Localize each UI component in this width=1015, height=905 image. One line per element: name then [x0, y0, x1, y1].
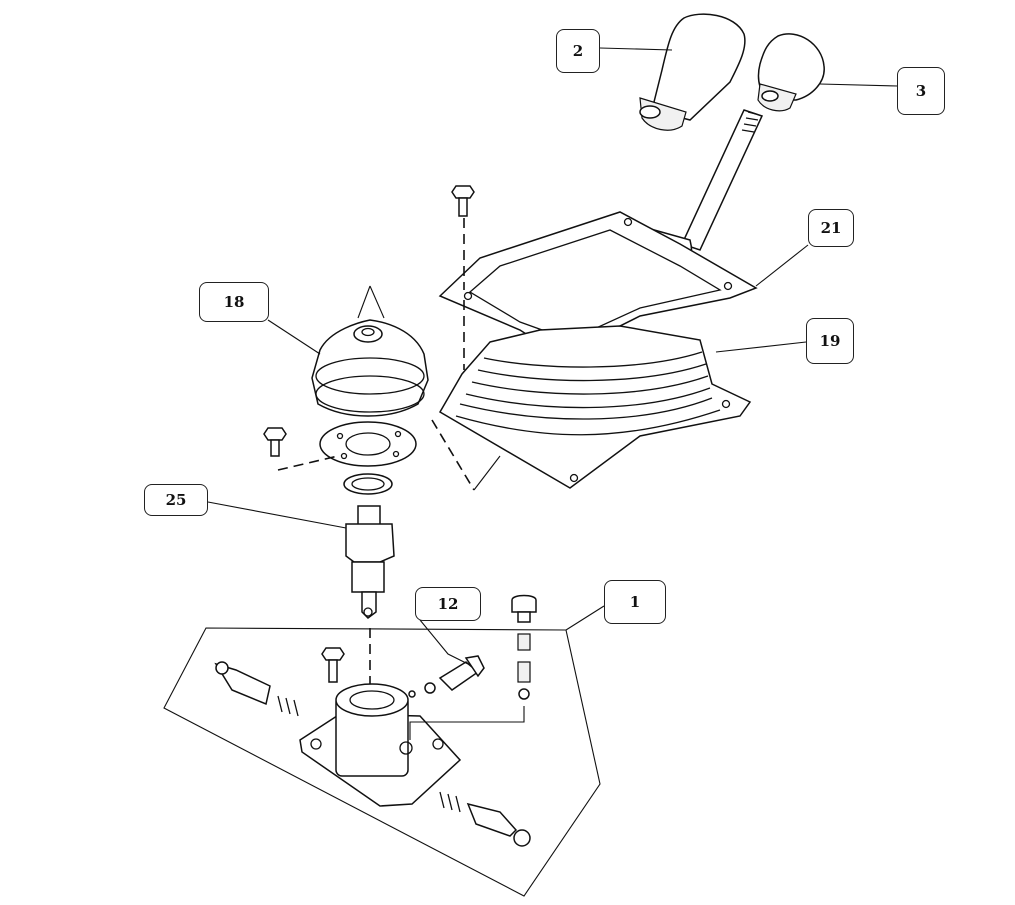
shift-knob-tapered[interactable]	[639, 13, 746, 131]
shifter-housing[interactable]	[299, 683, 462, 807]
retainer-bolt[interactable]	[263, 427, 339, 471]
callout-12[interactable]: 12	[415, 587, 481, 621]
right-detent-pin[interactable]	[439, 791, 531, 847]
plate-bolt[interactable]	[451, 185, 475, 370]
callout-25[interactable]: 25	[144, 484, 208, 516]
detent-plug-assembly[interactable]	[409, 594, 537, 741]
callout-21[interactable]: 21	[808, 209, 854, 247]
shift-knob-round[interactable]	[757, 33, 825, 112]
callout-19[interactable]: 19	[806, 318, 854, 364]
retainer-ring[interactable]	[319, 421, 417, 467]
assembly-1-frame	[163, 627, 601, 897]
callout-2[interactable]: 2	[556, 29, 600, 73]
snap-ring[interactable]	[343, 473, 393, 495]
callout-1[interactable]: 1	[604, 580, 666, 624]
callout-3[interactable]: 3	[897, 67, 945, 115]
left-detent-pin[interactable]	[214, 661, 299, 717]
dust-boot[interactable]	[311, 285, 429, 417]
callout-18[interactable]: 18	[199, 282, 269, 322]
housing-bolt[interactable]	[321, 647, 345, 683]
lever-pivot[interactable]	[345, 505, 395, 700]
detent-plug-bolt[interactable]	[408, 655, 485, 698]
rubber-boot[interactable]	[438, 325, 752, 489]
